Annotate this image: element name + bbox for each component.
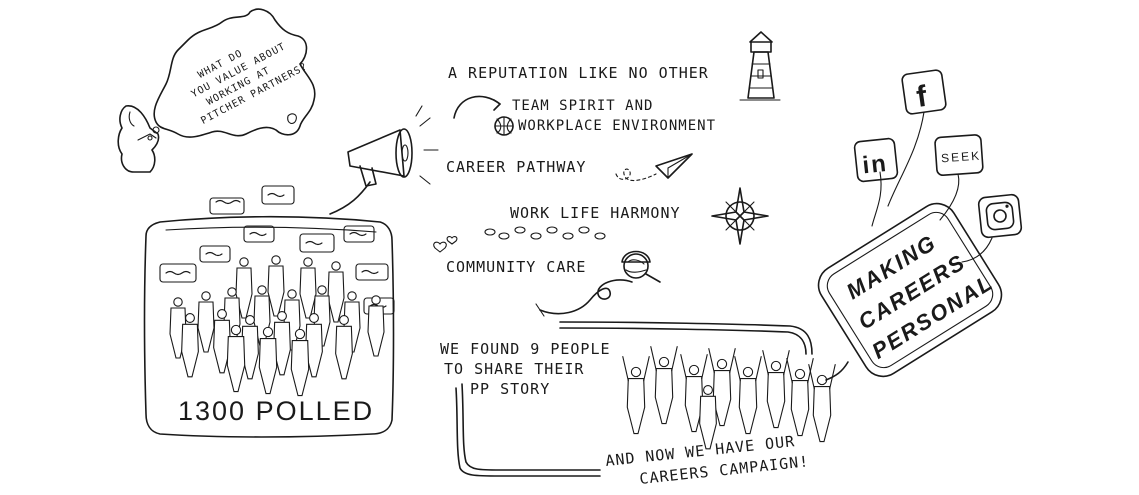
globe-helmet-icon	[621, 250, 661, 283]
footsteps-icon	[484, 226, 606, 240]
australia-thought-bubble: WHAT DO YOU VALUE ABOUT WORKING AT PITCH…	[147, 8, 316, 141]
careers-personal-sign: MAKING CAREERS PERSONAL	[817, 202, 1003, 378]
tasmania-outline	[287, 113, 297, 125]
celebrating-group	[622, 346, 836, 450]
crowd-of-people	[169, 255, 385, 397]
stories-line1: WE FOUND 9 PEOPLE	[440, 340, 611, 358]
facebook-label: f	[914, 80, 930, 114]
stories-line3: PP STORY	[470, 380, 550, 398]
social-connectors	[871, 111, 993, 263]
hearts-icon	[433, 236, 458, 253]
australia-outline	[153, 8, 316, 138]
person-figure	[786, 358, 814, 437]
value-team-line2: WORKPLACE ENVIRONMENT	[518, 118, 716, 134]
person-figure	[258, 326, 278, 395]
value-career: CAREER PATHWAY	[446, 158, 586, 176]
value-team-line1: TEAM SPIRIT AND	[512, 98, 653, 114]
thinking-person	[117, 105, 160, 173]
person-figure	[290, 328, 310, 397]
compass-rose-icon	[711, 187, 769, 245]
facebook-icon: f	[901, 69, 947, 115]
person-figure	[213, 309, 231, 374]
person-figure	[680, 354, 708, 433]
crowd-speech-bubbles	[159, 185, 395, 315]
person-figure	[197, 291, 215, 353]
person-figure	[367, 295, 385, 357]
person-figure	[335, 315, 353, 380]
linkedin-label: in	[861, 150, 889, 179]
person-figure	[708, 348, 736, 427]
person-figure	[734, 356, 762, 435]
person-figure	[299, 257, 317, 319]
paper-plane-icon	[615, 153, 693, 182]
megaphone-icon	[329, 105, 439, 215]
person-figure	[327, 261, 345, 323]
journey-path	[455, 279, 813, 477]
value-work-life: WORK LIFE HARMONY	[510, 204, 681, 222]
person-figure	[699, 385, 717, 450]
value-community: COMMUNITY CARE	[446, 258, 586, 276]
sign-pointer-line	[825, 361, 849, 381]
person-figure	[181, 313, 199, 378]
values-list: A REPUTATION LIKE NO OTHER TEAM SPIRIT A…	[433, 31, 781, 283]
person-figure	[650, 346, 678, 425]
seek-label: SEEK	[941, 149, 982, 166]
lighthouse-icon	[739, 31, 781, 101]
seek-icon: SEEK	[934, 134, 984, 177]
bubble-dot-tiny	[147, 135, 153, 141]
linkedin-icon: in	[853, 137, 899, 183]
person-figure	[267, 255, 285, 317]
poll-label: 1300 POLLED	[178, 396, 374, 426]
person-figure	[226, 324, 246, 393]
poll-frame: 1300 POLLED	[143, 185, 395, 438]
value-reputation: A REPUTATION LIKE NO OTHER	[448, 64, 709, 82]
person-figure	[622, 356, 650, 435]
instagram-icon	[977, 193, 1023, 239]
basketball-icon	[453, 95, 514, 136]
person-figure	[762, 350, 790, 429]
person-figure	[808, 364, 836, 443]
stories-line2: TO SHARE THEIR	[444, 360, 584, 378]
